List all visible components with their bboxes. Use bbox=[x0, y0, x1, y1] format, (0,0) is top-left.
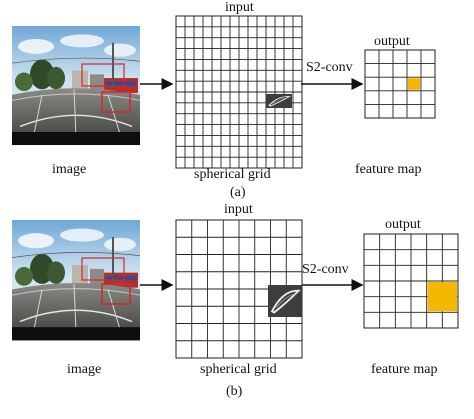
input-label-a: input bbox=[225, 0, 254, 15]
image-label-a: image bbox=[52, 162, 87, 177]
panel-label-b: (b) bbox=[226, 384, 243, 399]
panel-a bbox=[11, 15, 436, 169]
image-label-b: image bbox=[67, 362, 102, 377]
region-box-a bbox=[101, 91, 131, 113]
panel-b bbox=[11, 219, 459, 359]
map-label-a: feature map bbox=[355, 162, 422, 177]
feature-map-a bbox=[364, 49, 436, 119]
grid-label-b: spherical grid bbox=[200, 362, 277, 377]
feature-highlight-b bbox=[427, 282, 457, 312]
input-label-b: input bbox=[224, 202, 253, 217]
conv-label-b: S2-conv bbox=[302, 262, 349, 277]
output-label-a: output bbox=[374, 34, 410, 49]
grid-patch-b bbox=[266, 283, 304, 319]
panel-label-a: (a) bbox=[230, 185, 246, 200]
region-box-a2 bbox=[81, 63, 125, 87]
map-a-line-frame bbox=[364, 49, 436, 119]
output-label-b: output bbox=[385, 217, 421, 232]
grid-label-a: spherical grid bbox=[194, 167, 271, 182]
region-box-b bbox=[81, 257, 125, 281]
feature-map-b bbox=[363, 233, 459, 329]
feature-highlight-a bbox=[408, 78, 420, 90]
spherical-grid-a bbox=[175, 15, 303, 169]
map-label-b: feature map bbox=[371, 362, 438, 377]
grid-patch-a bbox=[265, 93, 293, 109]
conv-label-a: S2-conv bbox=[306, 60, 353, 75]
region-box-b2 bbox=[101, 283, 131, 305]
